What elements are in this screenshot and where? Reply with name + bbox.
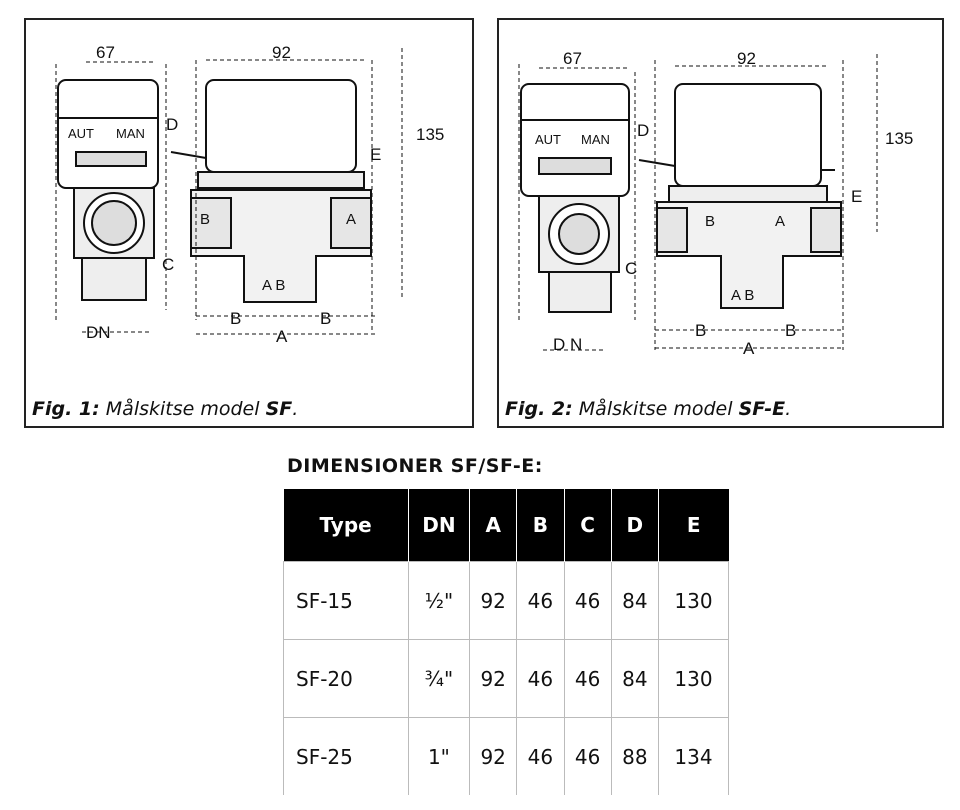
port-b: B	[705, 213, 715, 230]
figure-2-caption: Fig. 2: Målskitse model SF-E.	[505, 398, 792, 420]
dim-b-right: B	[785, 321, 796, 340]
cell-c: 46	[563, 717, 612, 795]
cell-d: 88	[610, 717, 659, 795]
cell-e: 130	[657, 639, 730, 718]
actuator-front-outline	[205, 79, 357, 173]
dim-67: 67	[563, 49, 582, 68]
port-ab: A B	[262, 277, 285, 294]
port-b: B	[200, 211, 210, 228]
cell-c: 46	[563, 639, 612, 718]
cell-a: 92	[469, 717, 518, 795]
dim-e: E	[370, 145, 381, 164]
dim-135: 135	[416, 125, 444, 144]
header-e: E	[658, 489, 729, 562]
cell-c: 46	[563, 561, 612, 640]
table-row: SF-15 ½" 92 46 46 84 130	[283, 561, 730, 640]
table-row: SF-20 ¾" 92 46 46 84 130	[283, 639, 730, 718]
dim-c: C	[162, 255, 174, 274]
valve-drawing-sf-e: 67 92 135 AUT MAN D E C D N B A A B B B …	[518, 49, 913, 358]
figure-1-caption: Fig. 1: Målskitse model SF.	[32, 398, 299, 420]
header-d: D	[611, 489, 659, 562]
cell-e: 134	[657, 717, 730, 795]
port-ab: A B	[731, 287, 754, 304]
cell-b: 46	[516, 561, 565, 640]
dim-b-left: B	[230, 309, 241, 328]
header-type: Type	[283, 489, 409, 562]
figure-1-panel: 67 92 135 AUT MAN D E C DN B A A B B B A…	[24, 18, 474, 428]
dim-b-right: B	[320, 309, 331, 328]
table-header-row: Type DN A B C D E	[283, 489, 729, 562]
cell-dn: ¾"	[407, 639, 471, 718]
dim-dn: DN	[86, 323, 111, 342]
dimensions-table: Type DN A B C D E SF-15 ½" 92 46 46 84 1…	[283, 489, 730, 795]
dim-d: D	[166, 115, 178, 134]
cell-b: 46	[516, 717, 565, 795]
dim-135: 135	[885, 129, 913, 148]
dim-67: 67	[96, 43, 115, 62]
label-aut: AUT	[535, 132, 561, 147]
actuator-front-outline	[674, 83, 822, 187]
dim-d: D	[637, 121, 649, 140]
dim-92: 92	[737, 49, 756, 68]
valve-drawing-sf: 67 92 135 AUT MAN D E C DN B A A B B B A	[55, 43, 444, 346]
port-a: A	[346, 211, 356, 228]
label-man: MAN	[116, 126, 145, 141]
cell-a: 92	[469, 561, 518, 640]
cell-d: 84	[610, 561, 659, 640]
dim-c: C	[625, 259, 637, 278]
cell-type: SF-25	[283, 717, 409, 795]
dim-e: E	[851, 187, 862, 206]
label-aut: AUT	[68, 126, 94, 141]
dimensions-title: DIMENSIONER SF/SF-E:	[287, 455, 543, 477]
port-a: A	[775, 213, 785, 230]
label-man: MAN	[581, 132, 610, 147]
cell-dn: 1"	[407, 717, 471, 795]
table-row: SF-25 1" 92 46 46 88 134	[283, 717, 730, 795]
cell-d: 84	[610, 639, 659, 718]
dim-92: 92	[272, 43, 291, 62]
figure-2-panel: 67 92 135 AUT MAN D E C D N B A A B B B …	[497, 18, 944, 428]
dim-dn: D N	[553, 335, 582, 354]
cell-type: SF-15	[283, 561, 409, 640]
cell-b: 46	[516, 639, 565, 718]
header-c: C	[564, 489, 612, 562]
cell-a: 92	[469, 639, 518, 718]
cell-e: 130	[657, 561, 730, 640]
header-dn: DN	[408, 489, 471, 562]
dim-a: A	[276, 327, 288, 346]
header-b: B	[516, 489, 565, 562]
cell-type: SF-20	[283, 639, 409, 718]
dim-a: A	[743, 339, 755, 358]
header-a: A	[469, 489, 518, 562]
dim-b-left: B	[695, 321, 706, 340]
cell-dn: ½"	[407, 561, 471, 640]
